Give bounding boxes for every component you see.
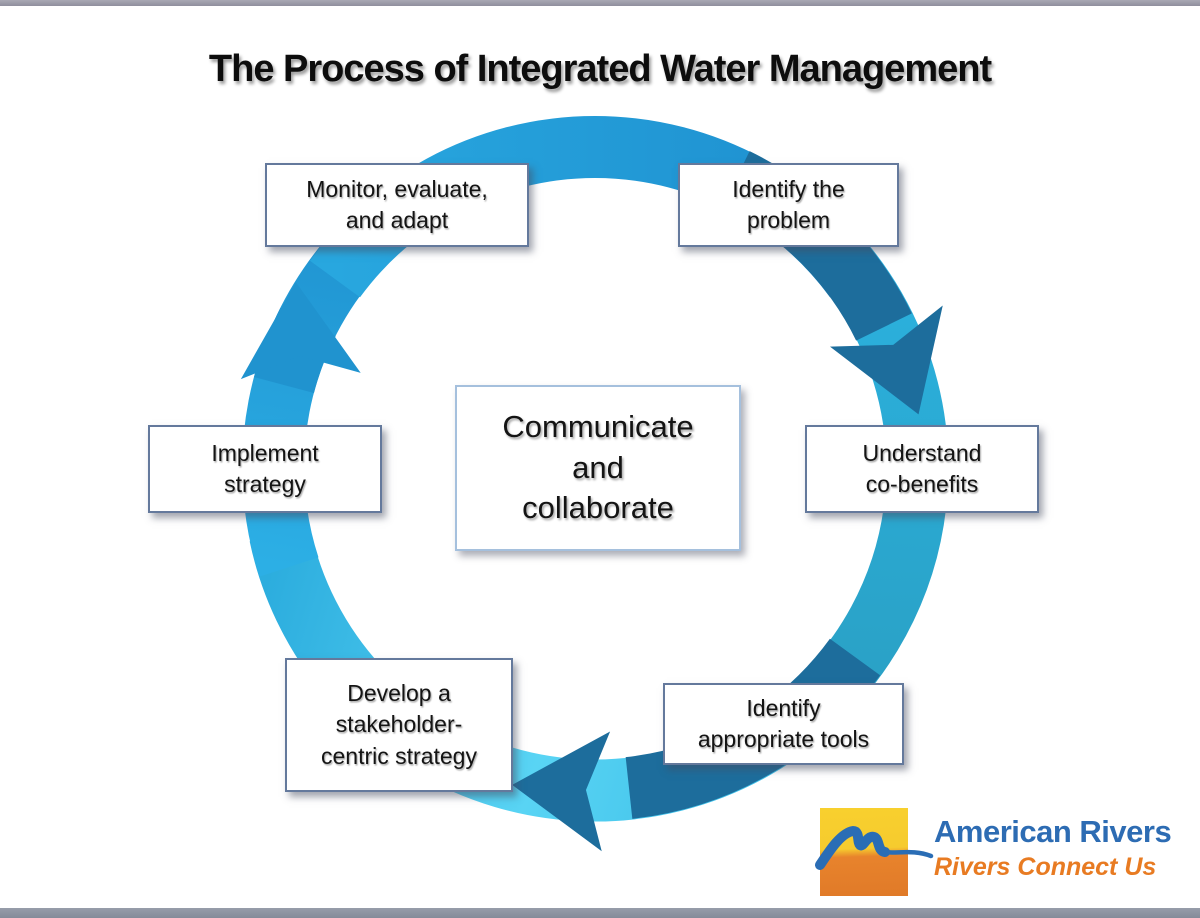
american-rivers-logo: American Rivers Rivers Connect Us (815, 808, 1172, 896)
step-label: Identify the problem (732, 175, 845, 233)
logo-tagline: Rivers Connect Us (934, 853, 1157, 881)
clockwise-arrow-topleft-icon (240, 282, 361, 394)
bottom-border (0, 908, 1200, 918)
logo-mark (815, 808, 934, 896)
step-box-understand-cobenefits: Understand co-benefits (805, 425, 1039, 513)
step-label: Implement strategy (211, 439, 319, 497)
step-box-identify-tools: Identify appropriate tools (663, 683, 904, 765)
center-label: Communicate and collaborate (502, 408, 694, 526)
step-label: Identify appropriate tools (697, 694, 870, 752)
step-label: Understand co-benefits (862, 439, 982, 497)
step-box-monitor-evaluate-adapt: Monitor, evaluate, and adapt (265, 163, 529, 247)
top-border (0, 0, 1200, 6)
logo-text: American Rivers Rivers Connect Us (934, 808, 1172, 882)
step-label: Monitor, evaluate, and adapt (306, 175, 488, 233)
center-box-communicate-collaborate: Communicate and collaborate (455, 385, 741, 551)
river-wave-icon (815, 826, 934, 870)
step-box-develop-strategy: Develop a stakeholder- centric strategy (285, 658, 513, 792)
ring-arc-left (242, 241, 373, 577)
page-title: The Process of Integrated Water Manageme… (208, 48, 992, 90)
step-box-identify-problem: Identify the problem (678, 163, 899, 247)
logo-name: American Rivers (934, 814, 1172, 849)
step-label: Develop a stakeholder- centric strategy (321, 680, 477, 769)
step-box-implement-strategy: Implement strategy (148, 425, 382, 513)
